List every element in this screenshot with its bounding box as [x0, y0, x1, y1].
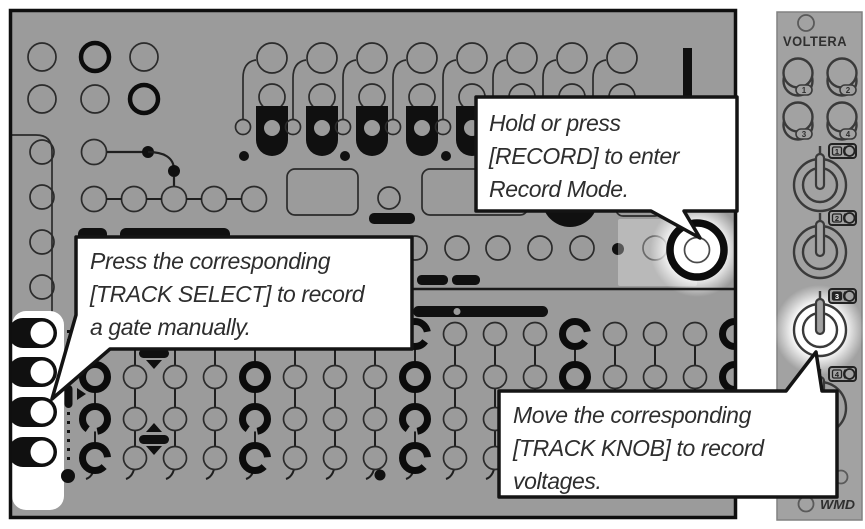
- sequencer-grid: [83, 322, 748, 481]
- small-button[interactable]: [417, 275, 448, 285]
- cv-jack-2[interactable]: 2: [826, 57, 858, 97]
- track-knob-2-badge: 2: [828, 210, 857, 226]
- jack[interactable]: [527, 235, 553, 261]
- callout-record-line-1: Hold or press: [489, 110, 621, 136]
- record-button[interactable]: [666, 219, 728, 281]
- jack-number-label: 2: [846, 86, 851, 95]
- top-left-jack-grid[interactable]: [27, 40, 161, 116]
- jack[interactable]: [444, 235, 470, 261]
- jack-number-label: 3: [802, 130, 807, 139]
- jack[interactable]: [485, 235, 511, 261]
- callout-track-select-line-1: Press the corresponding: [90, 248, 331, 274]
- knob-number-label: 1: [835, 147, 839, 156]
- track-select-button-1[interactable]: [8, 318, 57, 348]
- jack[interactable]: [129, 42, 159, 72]
- jack[interactable]: [569, 235, 595, 261]
- io-column-outline: [11, 134, 53, 314]
- callout-track-select-bubble: Press the corresponding [TRACK SELECT] t…: [50, 235, 414, 401]
- knob-number-label: 2: [835, 214, 839, 223]
- nudge-up-down-control[interactable]: [139, 423, 169, 455]
- io-jack[interactable]: [29, 274, 55, 300]
- grid-dot: [61, 469, 75, 483]
- callout-record-line-3: Record Mode.: [489, 176, 629, 202]
- track-knob-3-badge: 3: [828, 288, 857, 304]
- grid-dot: [374, 469, 386, 481]
- jack[interactable]: [80, 84, 110, 114]
- nudge-down-control[interactable]: [139, 349, 169, 369]
- track-knob-1-badge: 1: [828, 143, 857, 159]
- track-select-button-4[interactable]: [8, 437, 57, 467]
- callout-track-knob-line-3: voltages.: [513, 468, 601, 494]
- track-select-button-2[interactable]: [8, 357, 57, 387]
- panel-border: [8, 8, 738, 520]
- callout-record-line-2: [RECORD] to enter: [488, 143, 681, 169]
- panel-marker-bar: [683, 48, 692, 103]
- center-button[interactable]: [369, 213, 415, 224]
- callout-track-select-line-2: [TRACK SELECT] to record: [89, 281, 366, 307]
- knob-number-label: 4: [835, 370, 840, 379]
- jack[interactable]: [27, 84, 57, 114]
- jack-selected[interactable]: [78, 40, 112, 74]
- track-select-button-3[interactable]: [8, 397, 57, 427]
- jack-number-label: 1: [802, 86, 807, 95]
- patch-flow-diagram: [80, 138, 268, 213]
- callout-track-knob-line-1: Move the corresponding: [513, 402, 752, 428]
- strip-title: VOLTERA: [783, 34, 847, 49]
- display-window-left: [286, 168, 359, 216]
- mounting-hole: [797, 14, 815, 32]
- small-button[interactable]: [452, 275, 480, 285]
- left-io-column: [11, 134, 55, 314]
- step-cursor: [64, 385, 73, 408]
- center-jack[interactable]: [377, 186, 401, 210]
- callout-track-knob-bubble: Move the corresponding [TRACK KNOB] to r…: [497, 350, 839, 499]
- jack-number-label: 4: [846, 130, 851, 139]
- play-cursor-arrow: [77, 388, 86, 400]
- knob-number-label: 3: [835, 292, 839, 301]
- cv-jack-4[interactable]: 4: [826, 101, 858, 141]
- brand-logo: WMD: [820, 498, 855, 512]
- jack[interactable]: [27, 42, 57, 72]
- track-select-area: [8, 311, 64, 510]
- position-slider[interactable]: [413, 306, 548, 317]
- callout-track-knob-line-2: [TRACK KNOB] to record: [512, 435, 765, 461]
- track-knob-4-badge: 4: [828, 366, 857, 382]
- cv-jack-3[interactable]: 3: [782, 101, 814, 141]
- callout-record-bubble: Hold or press [RECORD] to enter Record M…: [474, 95, 739, 240]
- io-jack[interactable]: [29, 229, 55, 255]
- io-jack[interactable]: [29, 184, 55, 210]
- led-dot: [612, 243, 624, 255]
- voltera-strip: VOLTERA 1 2 3 4 1: [774, 11, 864, 521]
- callout-track-select-line-3: a gate manually.: [90, 314, 251, 340]
- io-jack[interactable]: [29, 139, 55, 165]
- jack-selected[interactable]: [127, 82, 161, 116]
- cv-jack-1[interactable]: 1: [782, 57, 814, 97]
